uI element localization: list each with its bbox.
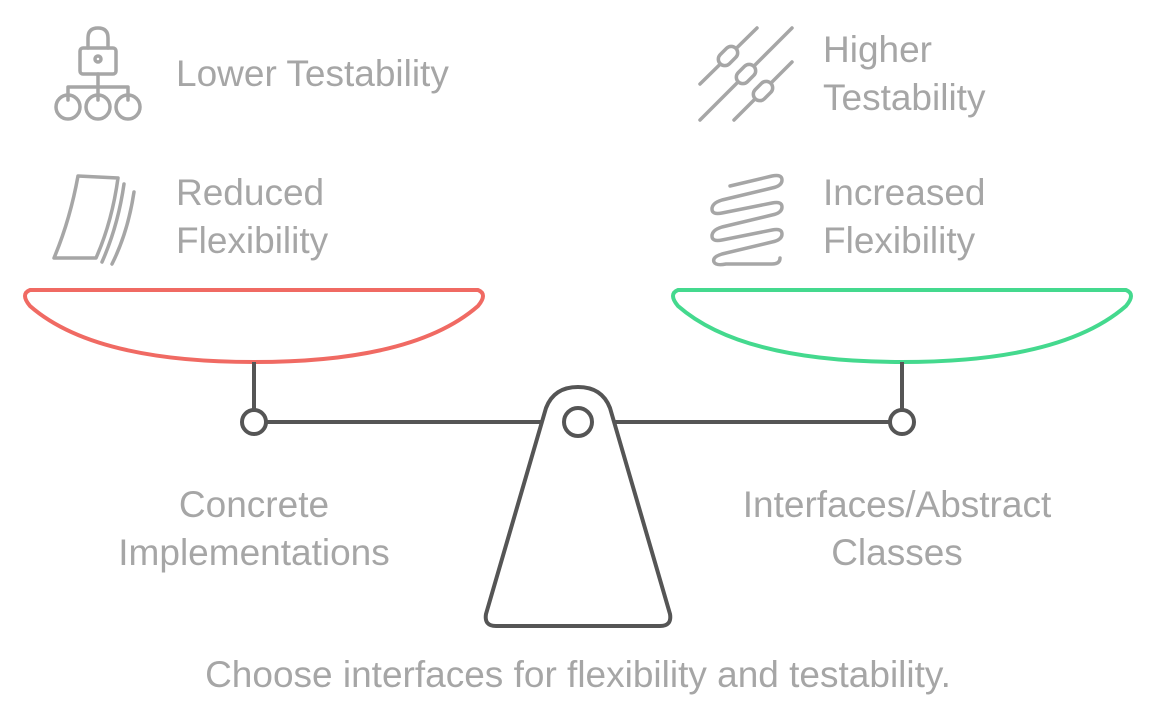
fulcrum [483, 385, 673, 628]
lower-testability-label: Lower Testability [176, 53, 449, 94]
reduced-flexibility-label: Reduced Flexibility [176, 172, 329, 261]
coil-spring-icon [710, 173, 784, 267]
higher-testability-label: Higher Testability [823, 29, 986, 118]
resistors-icon [698, 26, 794, 122]
interfaces-abstract-classes-label: Interfaces/Abstract Classes [742, 484, 1052, 573]
increased-flexibility-label: Increased Flexibility [823, 172, 986, 261]
bending-sheets-icon [52, 174, 136, 266]
fulcrum-pivot [562, 406, 594, 438]
left-scale-pan [23, 288, 485, 364]
lock-hierarchy-icon [54, 26, 142, 121]
right-scale-pan [671, 288, 1133, 364]
right-beam-joint [888, 408, 916, 436]
concrete-implementations-label: Concrete Implementations [118, 484, 390, 573]
footer-text: Choose interfaces for flexibility and te… [205, 654, 951, 695]
left-beam-joint [240, 408, 268, 436]
